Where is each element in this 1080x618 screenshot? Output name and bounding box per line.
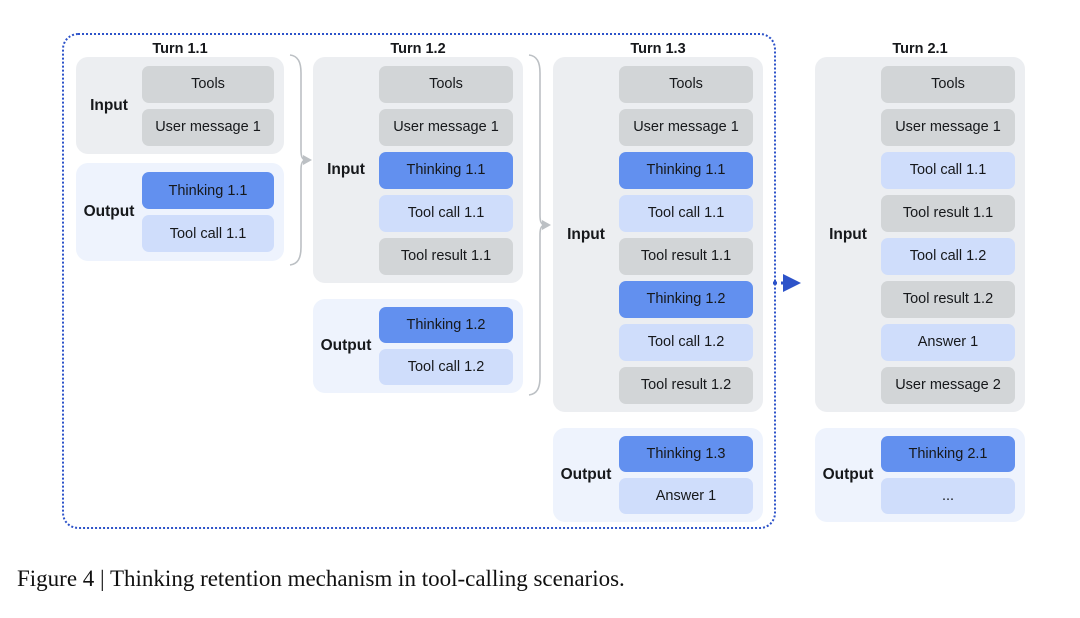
- dashed-group-border: [62, 33, 776, 529]
- box-thinking-1-1: Thinking 1.1: [379, 151, 513, 189]
- box-user-message-2: User message 2: [881, 366, 1015, 404]
- box-answer-1: Answer 1: [619, 478, 753, 514]
- panel-label: Input: [829, 225, 867, 243]
- box-tools: Tools: [881, 65, 1015, 103]
- box-tools: Tools: [142, 65, 274, 103]
- box-stack: Thinking 2.1 ...: [881, 428, 1025, 522]
- box-stack: Thinking 1.3 Answer 1: [619, 428, 763, 522]
- input-panel: Input Tools User message 1 Tool call 1.1…: [815, 57, 1025, 412]
- box-user-message-1: User message 1: [619, 108, 753, 146]
- box-tool-call-1-1: Tool call 1.1: [881, 151, 1015, 189]
- turn-title: Turn 1.1: [152, 41, 208, 57]
- output-panel: Output Thinking 1.3 Answer 1: [553, 428, 763, 522]
- box-thinking-1-1: Thinking 1.1: [619, 151, 753, 189]
- output-panel: Output Thinking 1.1 Tool call 1.1: [76, 163, 284, 261]
- box-tool-call-1-2: Tool call 1.2: [881, 237, 1015, 275]
- panel-label: Output: [83, 203, 135, 220]
- box-thinking-1-2: Thinking 1.2: [619, 280, 753, 318]
- box-tools: Tools: [619, 65, 753, 103]
- input-panel: Input Tools User message 1 Thinking 1.1 …: [313, 57, 523, 283]
- turn-column-2-1: Turn 2.1: [815, 40, 1025, 58]
- box-tool-result-1-1: Tool result 1.1: [619, 237, 753, 275]
- output-panel: Output Thinking 1.2 Tool call 1.2: [313, 299, 523, 393]
- box-stack: Tools User message 1 Thinking 1.1 Tool c…: [619, 57, 763, 412]
- figure-caption: Figure 4 | Thinking retention mechanism …: [17, 566, 625, 591]
- box-user-message-1: User message 1: [142, 108, 274, 146]
- box-stack: Thinking 1.1 Tool call 1.1: [142, 163, 284, 261]
- panel-label: Output: [560, 466, 612, 483]
- box-thinking-1-3: Thinking 1.3: [619, 436, 753, 472]
- turn-title: Turn 1.3: [630, 41, 686, 57]
- box-tools: Tools: [379, 65, 513, 103]
- brace-connector-icon: [287, 54, 313, 266]
- panel-label: Input: [567, 225, 605, 243]
- box-tool-result-1-1: Tool result 1.1: [379, 237, 513, 275]
- turn-column-1-1: Turn 1.1: [76, 40, 284, 58]
- box-ellipsis: ...: [881, 478, 1015, 514]
- box-answer-1: Answer 1: [881, 323, 1015, 361]
- input-panel: Input Tools User message 1 Thinking 1.1 …: [553, 57, 763, 412]
- box-stack: Tools User message 1 Tool call 1.1 Tool …: [881, 57, 1025, 412]
- panel-label: Input: [90, 96, 128, 114]
- box-stack: Tools User message 1 Thinking 1.1 Tool c…: [379, 57, 523, 283]
- input-panel: Input Tools User message 1: [76, 57, 284, 154]
- box-user-message-1: User message 1: [379, 108, 513, 146]
- box-tool-result-1-2: Tool result 1.2: [881, 280, 1015, 318]
- box-tool-call-1-1: Tool call 1.1: [379, 194, 513, 232]
- arrow-right-icon: [772, 270, 804, 296]
- turn-column-1-2: Turn 1.2: [313, 40, 523, 58]
- box-tool-call-1-1: Tool call 1.1: [142, 215, 274, 252]
- panel-label: Output: [320, 337, 372, 354]
- box-tool-call-1-2: Tool call 1.2: [619, 323, 753, 361]
- box-thinking-1-2: Thinking 1.2: [379, 307, 513, 343]
- turn-title: Turn 1.2: [390, 41, 446, 57]
- box-tool-result-1-1: Tool result 1.1: [881, 194, 1015, 232]
- box-stack: Tools User message 1: [142, 57, 284, 154]
- box-stack: Thinking 1.2 Tool call 1.2: [379, 299, 523, 393]
- box-tool-call-1-1: Tool call 1.1: [619, 194, 753, 232]
- panel-label: Input: [327, 161, 365, 178]
- turn-column-1-3: Turn 1.3: [553, 40, 763, 58]
- box-tool-call-1-2: Tool call 1.2: [379, 349, 513, 385]
- box-user-message-1: User message 1: [881, 108, 1015, 146]
- box-thinking-1-1: Thinking 1.1: [142, 172, 274, 209]
- output-panel: Output Thinking 2.1 ...: [815, 428, 1025, 522]
- box-tool-result-1-2: Tool result 1.2: [619, 366, 753, 404]
- turn-title: Turn 2.1: [892, 41, 948, 57]
- box-thinking-2-1: Thinking 2.1: [881, 436, 1015, 472]
- brace-connector-icon: [526, 54, 552, 396]
- panel-label: Output: [822, 466, 874, 483]
